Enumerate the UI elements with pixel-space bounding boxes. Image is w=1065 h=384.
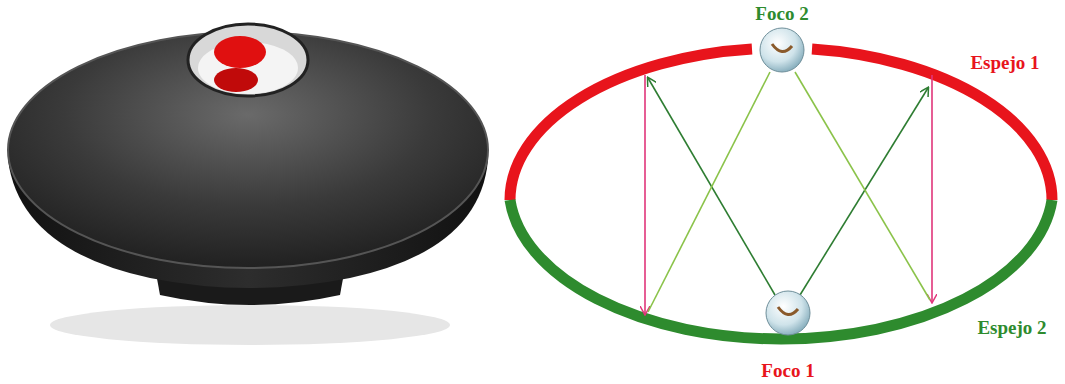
figure-label: Espejo 2 xyxy=(977,318,1046,337)
mirage-photo xyxy=(8,24,488,345)
marbles xyxy=(760,28,810,335)
figure-label: Foco 2 xyxy=(755,4,808,23)
figure-label: Espejo 1 xyxy=(970,53,1039,72)
light-rays xyxy=(645,72,932,314)
figure-label: Foco 1 xyxy=(761,361,814,380)
mirror-ellipse xyxy=(510,49,1052,339)
